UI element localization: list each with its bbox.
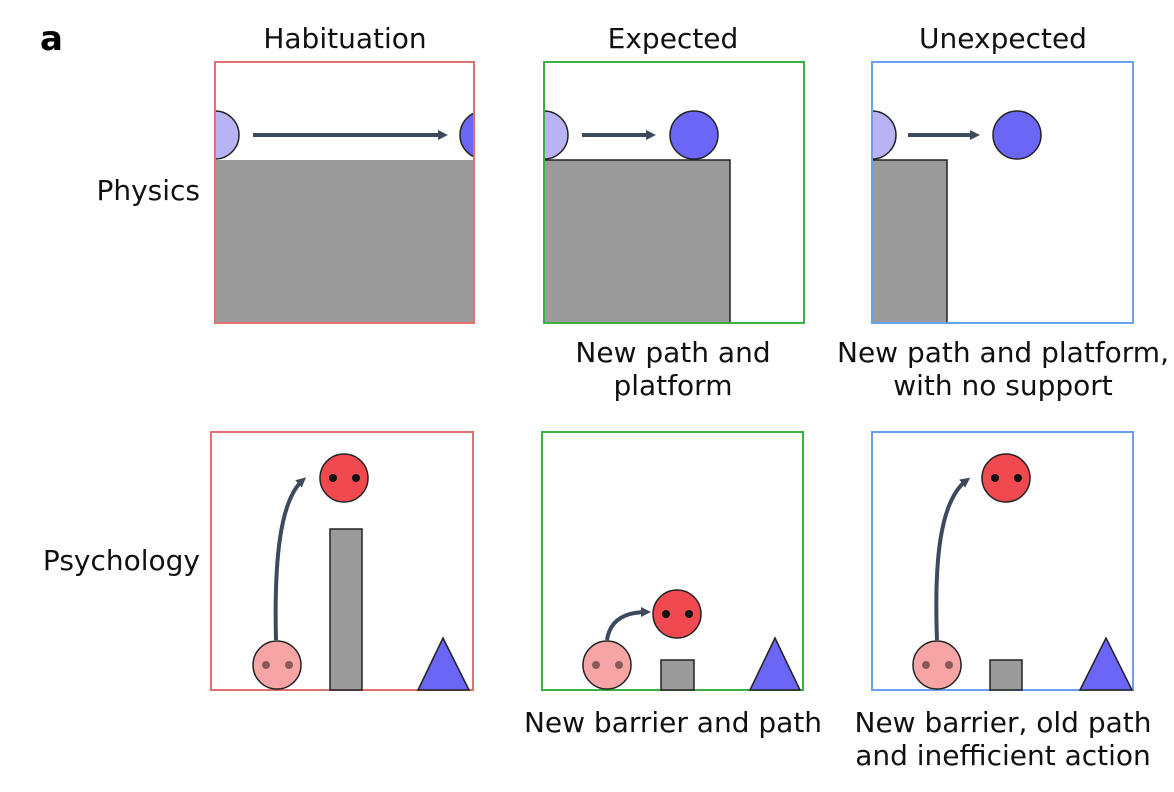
ball-end-icon xyxy=(459,112,474,158)
agent-start-icon xyxy=(582,640,632,690)
barrier xyxy=(329,528,363,691)
panel-border xyxy=(541,431,804,691)
goal-triangle-icon xyxy=(748,636,802,691)
caption-physics-unexpected-line1: New path and platform, xyxy=(837,336,1169,369)
panel-border xyxy=(543,61,805,324)
agent-end-icon xyxy=(319,453,369,503)
psychology-habituation-panel xyxy=(210,431,474,691)
caption-psychology-unexpected-line2: and inefficient action xyxy=(855,739,1151,772)
action-arrow xyxy=(934,477,971,641)
ball-end-icon xyxy=(992,110,1042,160)
barrier xyxy=(989,659,1023,691)
panel-label: a xyxy=(40,19,63,59)
column-header-expected: Expected xyxy=(608,22,739,55)
row-header-psychology: Psychology xyxy=(43,544,200,577)
caption-physics-expected-line1: New path and xyxy=(575,336,770,369)
goal-triangle-icon xyxy=(1078,636,1134,691)
agent-start-icon xyxy=(912,640,962,690)
goal-triangle-icon xyxy=(416,636,471,691)
column-header-habituation: Habituation xyxy=(263,22,426,55)
agent-end-icon xyxy=(981,453,1031,503)
ball-start-icon xyxy=(215,110,240,160)
psychology-expected-panel xyxy=(541,431,804,691)
caption-physics-unexpected-line2: with no support xyxy=(893,369,1113,402)
ball-end-icon xyxy=(669,110,719,160)
agent-end-icon xyxy=(652,589,702,639)
row-header-physics: Physics xyxy=(96,174,200,207)
psychology-unexpected-panel xyxy=(871,431,1134,691)
action-arrow xyxy=(605,607,651,641)
physics-unexpected-panel xyxy=(871,61,1134,324)
platform xyxy=(544,159,731,323)
physics-expected-panel xyxy=(543,61,805,324)
caption-psychology-expected: New barrier and path xyxy=(524,706,822,739)
column-header-unexpected: Unexpected xyxy=(919,22,1087,55)
ball-start-icon xyxy=(544,110,569,160)
platform xyxy=(872,159,948,323)
action-arrow xyxy=(273,477,307,641)
caption-physics-expected-line2: platform xyxy=(614,369,733,402)
barrier xyxy=(660,659,695,691)
ball-start-icon xyxy=(872,110,897,160)
caption-psychology-unexpected-line1: New barrier, old path xyxy=(855,706,1152,739)
agent-start-icon xyxy=(252,640,302,690)
platform xyxy=(215,160,474,323)
physics-habituation-panel xyxy=(214,61,475,324)
panel-border xyxy=(214,61,475,324)
panel-border xyxy=(871,61,1134,324)
